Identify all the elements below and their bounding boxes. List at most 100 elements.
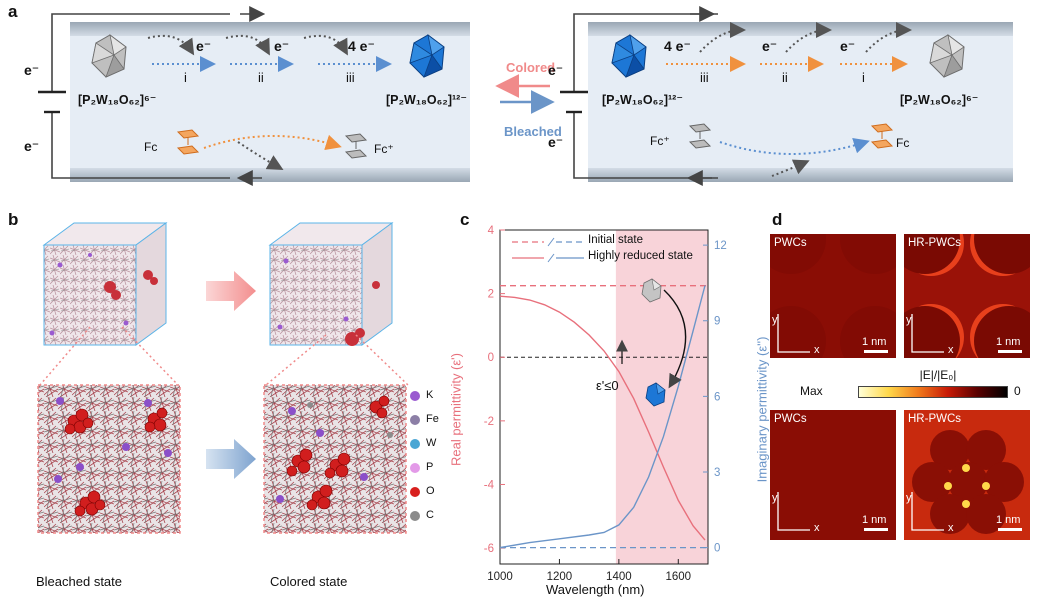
right-step3-electrons: e⁻ [840,38,856,54]
bleached-label: Bleached [504,124,562,139]
pom-blue-icon [409,34,445,78]
pom-grey-right-icon [929,34,965,78]
legend-o-label: O [426,485,435,497]
left-fc-label: Fc [144,140,158,154]
right-wire-bottom [573,112,718,179]
hot-sphere-2 [974,234,1030,274]
legend-o-dot [410,487,420,497]
right-curve-1 [699,22,746,53]
colorbar-max: Max [800,384,823,398]
right-end-formula: [P₂W₁₈O₆₂]⁶⁻ [900,93,979,107]
left-step3-roman: iii [346,70,355,85]
bleached-caption: Bleached state [36,574,123,589]
left-tick-label: -2 [484,416,494,428]
zoom-line-2 [121,326,179,386]
bl-axis-y: y [772,492,778,504]
right-wire-top [573,13,718,92]
legend-fe-label: Fe [426,413,439,425]
left-tick-label: 2 [488,289,494,301]
right-step2-roman: ii [782,70,788,85]
right-step3-roman: i [862,70,865,85]
plot-frame [499,229,709,565]
left-end-formula: [P₂W₁₈O₆₂]¹²⁻ [386,93,467,107]
legend-fe-dot [410,415,420,425]
scalebar-tl [864,350,888,353]
legend-o: O [410,485,450,509]
right-fc-arrow [719,137,870,155]
colorbar-min: 0 [1014,384,1021,398]
panel-a-label: a [8,2,18,21]
legend-initial-label: Initial state [588,234,643,246]
map-pwcs-bottom: PWCs [770,410,896,540]
annotation-label: ε'≤0 [596,378,619,393]
panel-b-legend: K Fe W P O C [410,389,450,533]
legend-reduced-label: Highly reduced state [588,250,693,262]
axes-br [911,492,944,531]
legend-p-dot [410,463,420,473]
left-tick-label: -6 [484,543,494,555]
tl-axis-x: x [814,344,820,356]
left-curve-2 [225,34,270,56]
map-hrpwcs-bottom: HR-PWCs [904,410,1030,540]
right-tick-label: 6 [714,391,720,403]
map-hrpwcs-top: HR-PWCs [904,234,1030,358]
reduction-curve-arrow [663,289,687,389]
right-start-formula: [P₂W₁₈O₆₂]¹²⁻ [602,93,683,107]
left-electron-top: e⁻ [24,62,40,78]
left-bottom-electrode [70,168,470,182]
map-overlays [777,314,1022,531]
left-tick-label: -4 [484,479,495,491]
right-tick-label: 3 [714,467,720,479]
legend-w-label: W [426,437,437,449]
colorbar-title: |E|/|E₀| [919,368,957,382]
ferrocene-orange-icon [176,129,200,155]
pom-blue-small-icon [645,382,666,407]
legend-p-label: P [426,461,434,473]
right-tick-label: 12 [714,240,727,252]
hotspot-4 [962,500,970,508]
bleached-zoom [37,384,181,534]
tl-scale-label: 1 nm [862,336,887,348]
left-fc-arrow [203,134,342,151]
map-tl-label: PWCs [774,237,807,249]
right-tick-label: 9 [714,316,720,328]
right-step1-electrons: 4 e⁻ [664,38,691,54]
left-step2-electrons: e⁻ [274,38,290,54]
ferrocene-orange-right-icon [870,123,894,149]
right-curve-3 [865,22,912,53]
scalebar-br [998,528,1022,531]
x-tick-label: 1400 [606,571,632,583]
map-pwcs-top: PWCs [770,234,896,358]
tr-scale-label: 1 nm [996,336,1021,348]
colored-cube [268,222,394,346]
sphere-shadow-2 [840,234,896,274]
panel-c-label: c [460,210,470,229]
tl-axis-y: y [772,314,778,326]
left-device [38,6,470,186]
hotspot-3 [982,482,990,490]
bleached-cube [42,222,168,346]
colored-caption: Colored state [270,574,348,589]
y-right-axis-label: Imaginary permittivity (ε'') [754,336,770,483]
reduced-real-line [499,295,706,541]
map-tr-label: HR-PWCs [908,237,962,249]
scalebar-tr [998,350,1022,353]
left-fcplus-label: Fc⁺ [374,142,394,156]
legend-k-label: K [426,389,434,401]
left-wire-top [51,13,230,92]
right-fc-label: Fc [896,136,910,150]
left-wire-bottom [51,112,230,179]
panel-b-simulation [37,222,409,534]
colored-zoom [263,384,407,534]
colored-transition-arrow [206,271,256,311]
br-scale-label: 1 nm [996,514,1021,526]
ferrocene-grey-right-icon [688,123,712,149]
tr-axis-y: y [906,314,912,326]
legend-c-label: C [426,509,434,521]
left-fc-to-electrode [237,141,284,170]
left-tick-label: 0 [488,352,494,364]
right-bottom-electrode [588,168,1013,182]
